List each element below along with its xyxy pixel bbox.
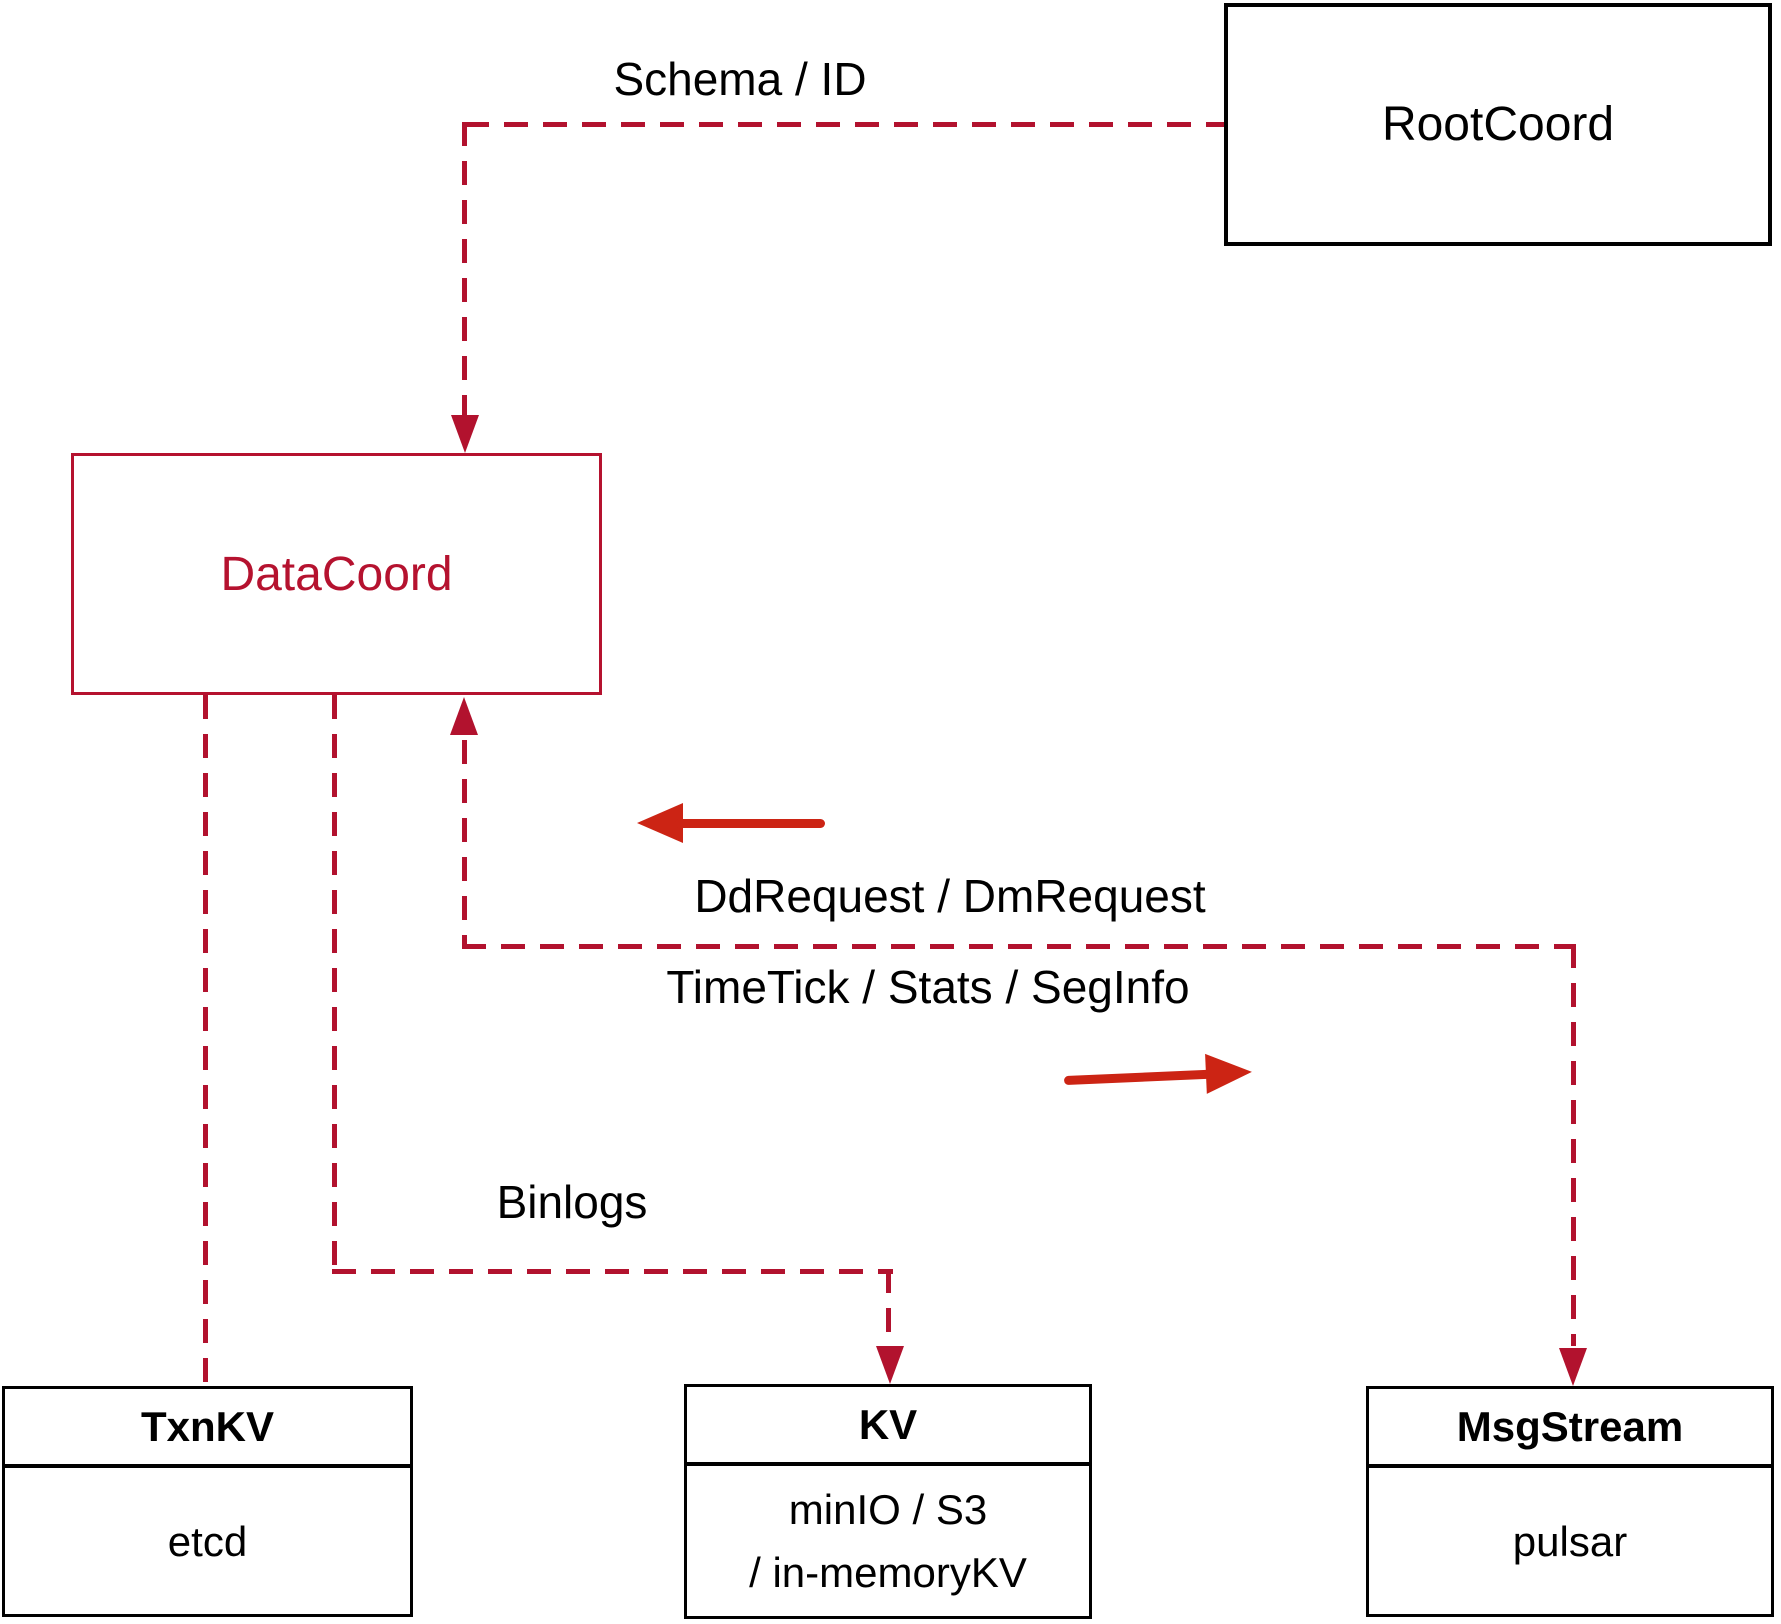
arrowhead-into-msgstream-icon [1559, 1348, 1587, 1386]
direction-arrow-right-shaft [1063, 1069, 1215, 1086]
node-txnkv-body-text: etcd [167, 1517, 248, 1565]
direction-arrow-right-tip-icon [1205, 1051, 1253, 1094]
node-msgstream-body: pulsar [1369, 1468, 1771, 1614]
edge-requests-vertical-line-right [1571, 944, 1576, 1346]
node-msgstream-title: MsgStream [1456, 1402, 1684, 1450]
edge-schema-id-vertical-line [462, 122, 467, 415]
node-datacoord: DataCoord [71, 453, 602, 695]
node-rootcoord-label: RootCoord [1381, 98, 1615, 151]
arrowhead-into-datacoord-top-icon [451, 415, 479, 453]
node-kv: KV minIO / S3 / in-memoryKV [684, 1384, 1092, 1619]
node-kv-header: KV [687, 1387, 1089, 1466]
node-kv-body-line2: / in-memoryKV [749, 1549, 1027, 1596]
node-rootcoord: RootCoord [1224, 3, 1772, 246]
node-msgstream: MsgStream pulsar [1366, 1386, 1774, 1617]
edge-schema-id-horizontal-line [465, 122, 1224, 127]
node-txnkv: TxnKV etcd [2, 1386, 413, 1617]
edge-requests-vertical-line-left [462, 740, 467, 944]
node-kv-title: KV [858, 1400, 918, 1448]
node-txnkv-header: TxnKV [5, 1389, 410, 1468]
edge-requests-horizontal-line [462, 944, 1576, 949]
node-kv-body-line1: minIO / S3 [788, 1486, 988, 1533]
node-kv-body: minIO / S3 / in-memoryKV [687, 1466, 1089, 1616]
edge-datacoord-txnkv-line [203, 695, 208, 1386]
node-msgstream-header: MsgStream [1369, 1389, 1771, 1468]
node-txnkv-body: etcd [5, 1468, 410, 1614]
direction-arrow-left-icon [637, 803, 825, 843]
edge-label-binlogs: Binlogs [496, 1176, 648, 1228]
edge-label-timetick-stats-seginfo: TimeTick / Stats / SegInfo [666, 961, 1190, 1013]
node-msgstream-body-text: pulsar [1512, 1517, 1628, 1565]
arrowhead-into-kv-icon [876, 1346, 904, 1384]
edge-label-schema-id: Schema / ID [613, 53, 867, 105]
edge-binlogs-vertical-line-lower [886, 1269, 891, 1346]
direction-arrow-right-icon [1063, 1051, 1253, 1100]
arrowhead-into-datacoord-bottom-icon [450, 697, 478, 735]
node-datacoord-label: DataCoord [220, 547, 453, 601]
edge-binlogs-horizontal-line [332, 1269, 893, 1274]
node-txnkv-title: TxnKV [140, 1402, 274, 1450]
edge-binlogs-vertical-line-upper [332, 695, 337, 1274]
direction-arrow-left-shaft [675, 819, 825, 828]
edge-label-ddrequest-dmrequest: DdRequest / DmRequest [694, 870, 1206, 922]
